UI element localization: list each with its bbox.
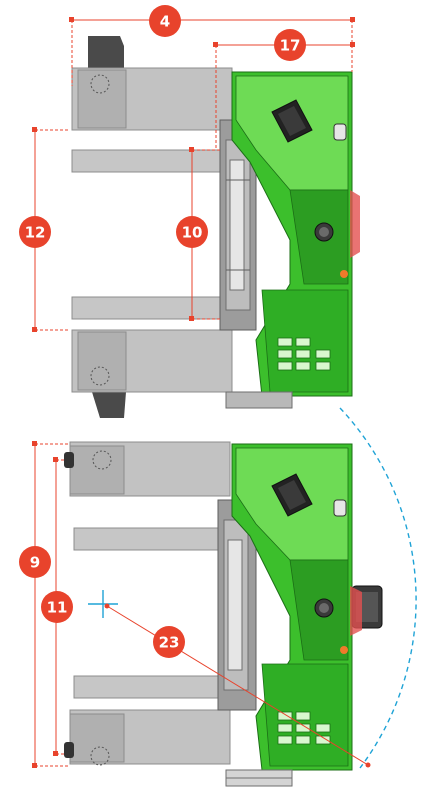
svg-text:4: 4 <box>160 13 170 31</box>
fork-narrow-upper-bottom <box>71 296 223 320</box>
wheel-circle <box>90 74 110 94</box>
fork-narrow-lower-top <box>73 527 223 551</box>
counterweight-upper <box>225 391 293 409</box>
fork-narrow-upper-top <box>71 149 223 173</box>
wheel-circle <box>92 450 112 470</box>
svg-text:10: 10 <box>182 224 203 242</box>
dimension-badge-11: 11 <box>41 591 73 623</box>
dimension-badge-12: 12 <box>19 216 51 248</box>
svg-text:9: 9 <box>30 554 40 572</box>
dimension-badge-4: 4 <box>149 5 181 37</box>
wheel-circle <box>90 746 110 766</box>
svg-text:23: 23 <box>159 634 180 652</box>
fork-tip-upper-bottom <box>92 392 126 418</box>
forklift-top-view-upper <box>71 36 360 418</box>
svg-text:17: 17 <box>280 37 301 55</box>
wheel-circle <box>90 366 110 386</box>
svg-text:11: 11 <box>47 599 68 617</box>
fork-narrow-lower-bottom <box>73 675 223 699</box>
dimension-badge-10: 10 <box>176 216 208 248</box>
dimension-badge-9: 9 <box>19 546 51 578</box>
forklift-top-view-lower <box>64 441 383 787</box>
crosshair-icon <box>88 590 118 618</box>
turning-radius-arc <box>339 407 417 769</box>
dimension-end-points <box>32 17 371 768</box>
svg-text:12: 12 <box>25 224 46 242</box>
dimension-badge-17: 17 <box>274 29 306 61</box>
dimension-badge-23: 23 <box>153 626 185 658</box>
fork-tip-upper-top <box>88 36 124 70</box>
